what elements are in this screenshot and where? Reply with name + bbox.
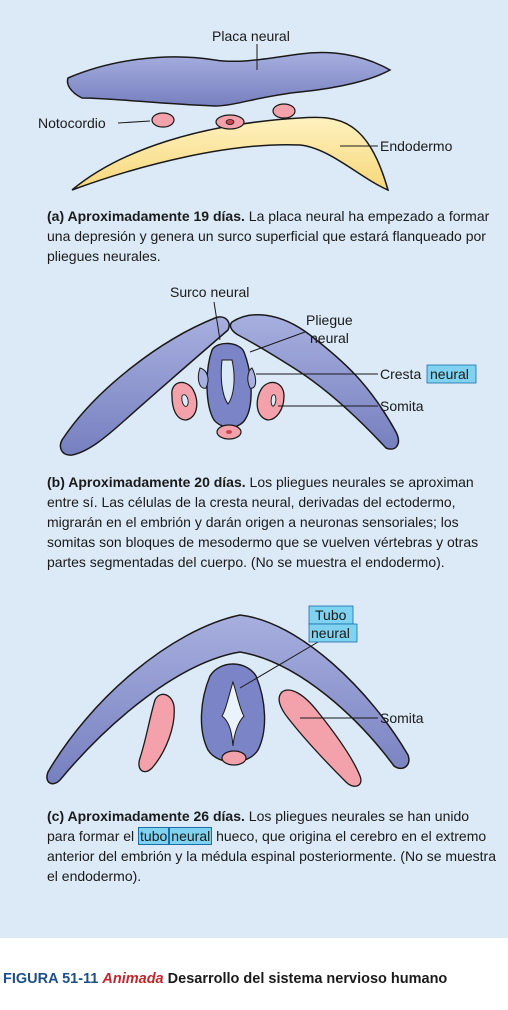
label-somite-b: Somita	[380, 398, 424, 414]
neural-fold-left	[59, 316, 230, 456]
caption-c-hl-neural: neural	[169, 827, 213, 845]
label-endoderm: Endodermo	[380, 138, 453, 154]
label-somite-c: Somita	[380, 710, 424, 726]
panel-b-drawing: Surco neural Pliegue neural Cresta neura…	[59, 284, 477, 456]
label-crest: Cresta	[380, 366, 421, 382]
neural-fold-right	[229, 314, 400, 450]
label-neural-groove: Surco neural	[170, 284, 249, 300]
caption-a-bold: (a) Aproximadamente 19 días.	[47, 208, 245, 224]
caption-b-text: Los pliegues neurales se aproximan entre…	[47, 474, 479, 570]
figure-caption-title: Desarrollo del sistema nervioso humano	[167, 971, 448, 987]
figure-panel	[0, 0, 508, 938]
somite-left-a	[151, 112, 175, 128]
caption-a-text: La placa neural ha empezado a formar una…	[47, 208, 490, 264]
somite-right-c	[278, 689, 362, 787]
figure-number: FIGURA 51-11	[3, 971, 99, 987]
endoderm-shape	[71, 116, 390, 192]
somite-right-a	[272, 103, 296, 119]
figure-title: FIGURA 51-11 Animada Desarrollo del sist…	[3, 970, 503, 989]
ectoderm-arch	[46, 614, 410, 785]
caption-c-hl-tubo: tubo	[138, 827, 170, 845]
somite-right-b	[256, 381, 285, 421]
caption-c-post: hueco, que origina el cerebro en el extr…	[47, 828, 496, 884]
caption-b-bold: (b) Aproximadamente 20 días.	[47, 474, 246, 490]
neural-development-diagram: Placa neural Notocordio Endodermo Surco …	[38, 28, 477, 787]
label-notochord: Notocordio	[38, 115, 106, 131]
caption-b: (b) Aproximadamente 20 días. Los pliegue…	[47, 472, 497, 572]
label-tube-neural: neural	[311, 625, 350, 641]
label-neural-plate: Placa neural	[212, 28, 290, 44]
label-neural-fold-line1: Pliegue	[306, 312, 353, 328]
label-tube: Tubo	[315, 607, 347, 623]
label-neural-fold-line2: neural	[310, 330, 349, 346]
label-crest-neural: neural	[430, 366, 469, 382]
figure-animated: Animada	[102, 971, 164, 987]
caption-a: (a) Aproximadamente 19 días. La placa ne…	[47, 206, 497, 266]
neural-plate-shape	[66, 51, 392, 107]
panel-c-drawing: Tubo neural Somita	[46, 605, 424, 787]
caption-c: (c) Aproximadamente 26 días. Los pliegue…	[47, 806, 497, 886]
somite-left-c	[138, 693, 175, 773]
caption-c-pre: Los pliegues neurales se han unido para …	[47, 808, 470, 844]
caption-c-bold: (c) Aproximadamente 26 días.	[47, 808, 245, 824]
panel-a-drawing: Placa neural Notocordio Endodermo	[38, 28, 453, 192]
highlight-tube-neural	[308, 623, 358, 643]
highlight-crest-neural	[426, 364, 477, 384]
